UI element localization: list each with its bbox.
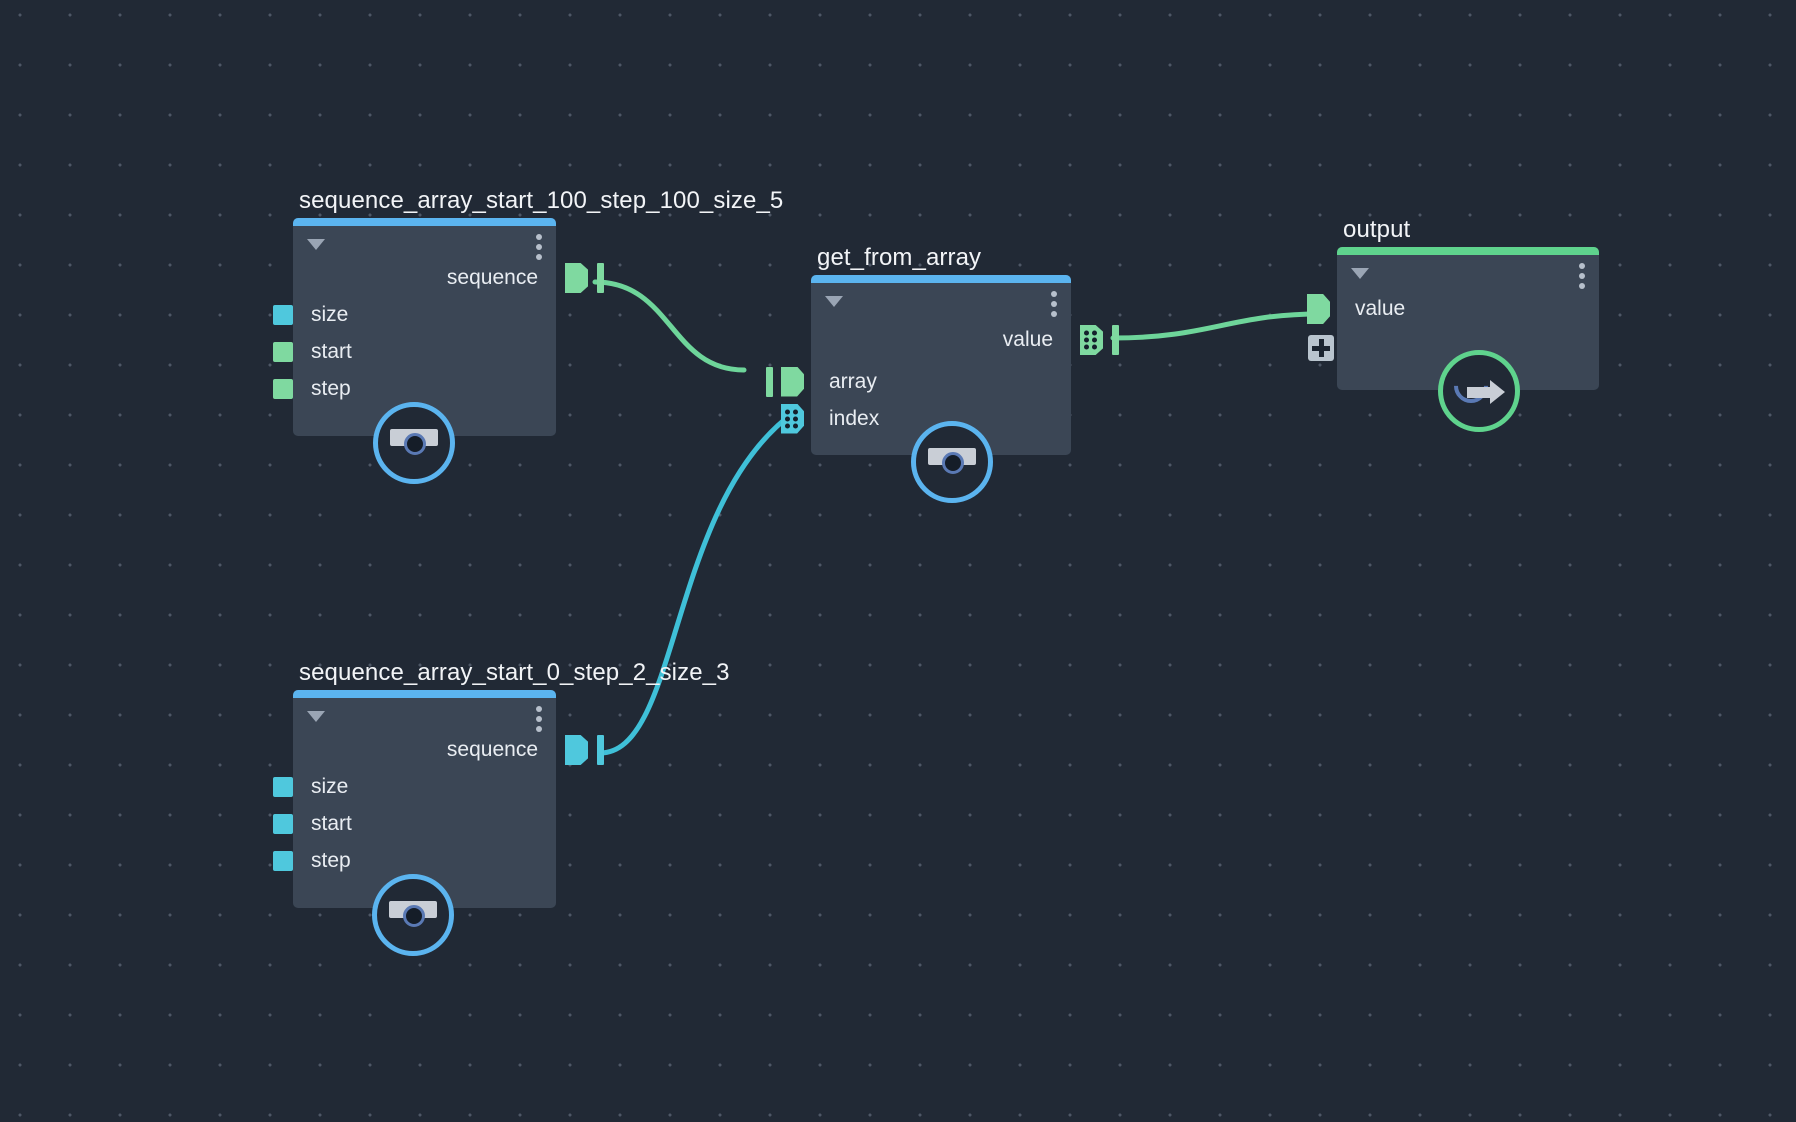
edge-value-to-value bbox=[1110, 311, 1323, 341]
edge-sequence-to-index bbox=[597, 410, 796, 756]
node-sequence-array-start-0[interactable]: sequence_array_start_0_step_2_size_3 seq… bbox=[273, 659, 729, 956]
port-size-input[interactable] bbox=[273, 304, 293, 325]
port-start-input[interactable] bbox=[273, 341, 293, 362]
port-sequence-connector bbox=[597, 263, 604, 293]
triangle-down-icon[interactable] bbox=[825, 296, 843, 307]
kebab-menu-icon[interactable] bbox=[536, 706, 542, 732]
input-row-start[interactable]: start bbox=[273, 333, 556, 370]
node-badge-output[interactable] bbox=[1438, 350, 1520, 432]
node-get-from-array[interactable]: get_from_array value array bbox=[766, 244, 1119, 503]
node-toolbar bbox=[293, 698, 556, 732]
node-title: output bbox=[1343, 216, 1411, 243]
input-row-array[interactable]: array bbox=[766, 363, 1071, 400]
table-node-icon bbox=[926, 442, 978, 482]
output-label: sequence bbox=[446, 266, 538, 289]
port-size-input[interactable] bbox=[273, 776, 293, 797]
input-label: start bbox=[311, 811, 352, 835]
output-row-sequence[interactable]: sequence bbox=[293, 260, 604, 296]
triangle-down-icon[interactable] bbox=[1351, 268, 1369, 279]
output-arrow-icon bbox=[1446, 361, 1508, 414]
output-label: value bbox=[1002, 328, 1053, 351]
port-value-output[interactable] bbox=[1080, 325, 1103, 355]
node-badge-table[interactable] bbox=[373, 402, 455, 484]
input-label: index bbox=[829, 406, 880, 430]
input-row-size[interactable]: size bbox=[273, 768, 556, 805]
port-array-input[interactable] bbox=[781, 366, 804, 397]
input-label: size bbox=[311, 774, 349, 798]
triangle-down-icon[interactable] bbox=[307, 239, 325, 250]
node-title: sequence_array_start_100_step_100_size_5 bbox=[299, 187, 784, 214]
port-start-input[interactable] bbox=[273, 813, 293, 834]
node-toolbar bbox=[1337, 255, 1599, 289]
input-label: array bbox=[829, 369, 877, 393]
node-header bbox=[1337, 247, 1599, 255]
input-row-start[interactable]: start bbox=[273, 805, 556, 842]
node-header bbox=[293, 218, 556, 226]
node-output[interactable]: output value bbox=[1307, 216, 1599, 432]
port-sequence-connector bbox=[597, 735, 604, 765]
port-index-input[interactable] bbox=[781, 403, 804, 434]
node-title: sequence_array_start_0_step_2_size_3 bbox=[299, 659, 730, 686]
port-step-input[interactable] bbox=[273, 850, 293, 871]
node-sequence-array-start-100[interactable]: sequence_array_start_100_step_100_size_5… bbox=[273, 187, 783, 484]
input-row-value[interactable]: value bbox=[1307, 289, 1599, 329]
port-sequence-output[interactable] bbox=[565, 263, 588, 293]
input-label: step bbox=[311, 376, 351, 400]
add-input-button[interactable] bbox=[1308, 335, 1334, 361]
edge-sequence-to-array bbox=[592, 279, 747, 373]
kebab-menu-icon[interactable] bbox=[1051, 291, 1057, 317]
input-row-step[interactable]: step bbox=[273, 370, 556, 407]
input-row-step[interactable]: step bbox=[273, 842, 556, 879]
output-row-sequence[interactable]: sequence bbox=[293, 732, 604, 768]
node-body[interactable]: sequence size start step bbox=[273, 690, 604, 908]
input-label: start bbox=[311, 339, 352, 363]
output-row-value[interactable]: value bbox=[811, 317, 1119, 363]
port-array-connector bbox=[766, 366, 773, 397]
port-value-input[interactable] bbox=[1307, 294, 1330, 324]
node-badge-table[interactable] bbox=[372, 874, 454, 956]
node-header bbox=[293, 690, 556, 698]
input-label: value bbox=[1355, 297, 1406, 320]
node-header bbox=[811, 275, 1071, 283]
input-label: step bbox=[311, 848, 351, 872]
node-toolbar bbox=[293, 226, 556, 260]
input-row-size[interactable]: size bbox=[273, 296, 556, 333]
port-step-input[interactable] bbox=[273, 378, 293, 399]
port-value-connector bbox=[1112, 325, 1119, 355]
node-badge-table[interactable] bbox=[911, 421, 993, 503]
table-node-icon bbox=[387, 895, 439, 935]
kebab-menu-icon[interactable] bbox=[1579, 263, 1585, 289]
node-toolbar bbox=[811, 283, 1071, 317]
node-title: get_from_array bbox=[817, 244, 982, 271]
output-label: sequence bbox=[446, 738, 538, 761]
input-label: size bbox=[311, 302, 349, 326]
port-sequence-output[interactable] bbox=[565, 735, 588, 765]
triangle-down-icon[interactable] bbox=[307, 711, 325, 722]
node-body[interactable]: sequence size start step bbox=[273, 218, 604, 436]
table-node-icon bbox=[388, 423, 440, 463]
kebab-menu-icon[interactable] bbox=[536, 234, 542, 260]
